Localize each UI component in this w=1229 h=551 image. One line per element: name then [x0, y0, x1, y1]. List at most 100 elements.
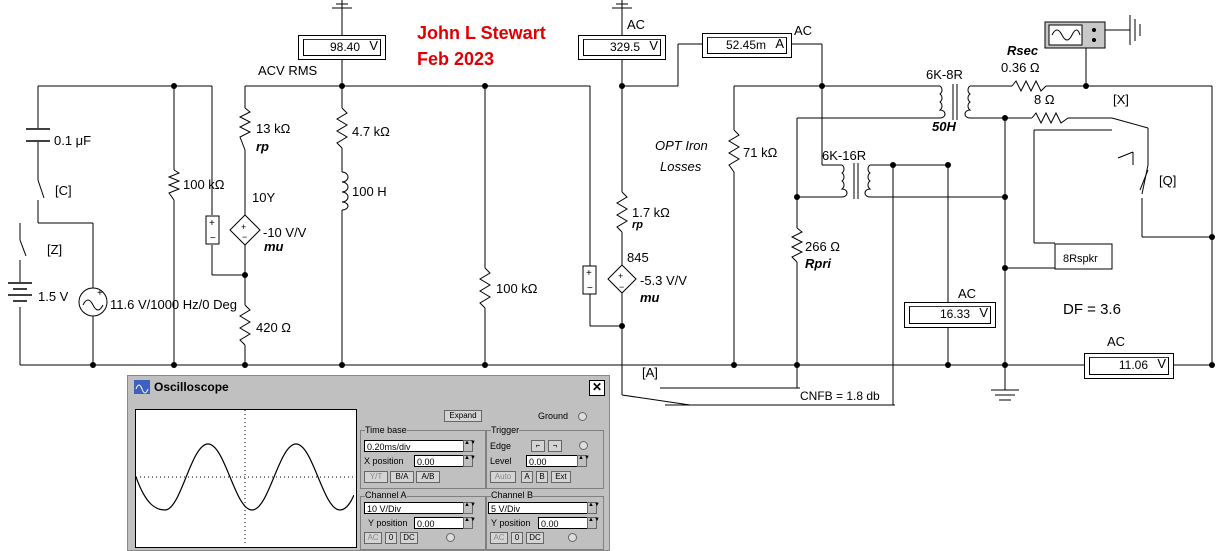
channel-b-ypos-field[interactable]: 0.00 — [538, 517, 588, 529]
label-rp1: rp — [256, 139, 269, 154]
edge-radio[interactable] — [579, 441, 588, 450]
xpos-field[interactable]: 0.00 — [414, 455, 464, 467]
meter-unit: A — [775, 36, 784, 51]
rising-edge-icon[interactable]: ⌐ — [531, 440, 545, 452]
mode-ba-button[interactable]: B/A — [390, 471, 414, 483]
switches — [1117, 151, 1149, 191]
svg-text:+: + — [586, 268, 592, 279]
channel-b-field[interactable]: 5 V/Div — [488, 502, 588, 514]
channel-b-ac-button[interactable]: AC — [490, 532, 508, 544]
mode-yt-button[interactable]: Y/T — [364, 471, 388, 483]
channel-b-spinner[interactable]: ▲▼ — [587, 502, 600, 514]
meter-value: 98.40 — [303, 39, 381, 56]
ammeter-plate: 52.45m A — [702, 33, 792, 58]
resistors — [167, 79, 1069, 346]
label-rsec-value: 0.36 Ω — [1001, 60, 1040, 75]
channel-b-ypos-label: Y position — [491, 518, 531, 528]
svg-text:+: + — [618, 271, 623, 281]
channel-b-radio[interactable] — [568, 533, 577, 542]
channel-b-label: Channel B — [491, 490, 534, 500]
label-cnfb: CNFB = 1.8 db — [800, 389, 880, 403]
channel-a-spinner[interactable]: ▲▼ — [463, 502, 476, 514]
oscilloscope-window[interactable]: Oscilloscope ✕ Expand Ground Time base 0… — [127, 375, 610, 551]
label-c1: 0.1 μF — [54, 133, 91, 148]
resistor-8 — [1031, 111, 1069, 125]
label-l-50h: 50H — [932, 119, 956, 134]
resistor-1k7 — [616, 191, 628, 233]
label-acv-rms: ACV RMS — [258, 63, 318, 78]
channel-b-zero-button[interactable]: 0 — [511, 532, 523, 544]
trigger-group — [486, 430, 604, 489]
meter-value: 11.06 — [1089, 357, 1169, 375]
expand-button[interactable]: Expand — [444, 410, 482, 422]
resistor-4k7 — [336, 107, 348, 149]
channel-b-ypos-spinner[interactable]: ▲▼ — [587, 517, 600, 529]
channel-b-dc-button[interactable]: DC — [526, 532, 544, 544]
capacitor-0-1uf — [26, 128, 50, 142]
channel-a-ypos-field[interactable]: 0.00 — [414, 517, 464, 529]
channel-a-radio[interactable] — [446, 533, 455, 542]
trigger-auto-button[interactable]: Auto — [490, 471, 516, 483]
oscilloscope-app-icon — [134, 380, 150, 394]
close-icon[interactable]: ✕ — [589, 380, 605, 396]
trigger-label: Trigger — [491, 425, 520, 435]
resistor-100k-mid — [479, 267, 491, 309]
meter-unit: V — [979, 305, 988, 320]
meter-unit: V — [1157, 356, 1166, 371]
label-tube1: 10Y — [252, 190, 275, 205]
trigger-b-button[interactable]: B — [536, 471, 548, 483]
svg-text:−: − — [242, 232, 247, 242]
label-r-100k-left: 100 kΩ — [183, 177, 225, 192]
transformer-6k8r — [938, 84, 972, 120]
label-switch-c: [C] — [55, 183, 72, 198]
resistor-13k — [238, 107, 252, 151]
resistor-420 — [239, 304, 251, 346]
trigger-a-button[interactable]: A — [521, 471, 533, 483]
speaker-box — [1054, 243, 1113, 270]
mode-ab-button[interactable]: A/B — [416, 471, 440, 483]
channel-a-ac-button[interactable]: AC — [364, 532, 382, 544]
label-rpri: Rpri — [805, 256, 831, 271]
level-spinner[interactable]: ▲▼ — [577, 455, 590, 467]
timebase-field[interactable]: 0.20ms/div — [364, 440, 464, 452]
label-r-1k7: 1.7 kΩ — [632, 205, 670, 220]
xpos-spinner[interactable]: ▲▼ — [463, 455, 476, 467]
oscilloscope-titlebar[interactable]: Oscilloscope ✕ — [130, 378, 607, 396]
timebase-spinner[interactable]: ▲▼ — [463, 440, 476, 452]
svg-text:−: − — [210, 233, 216, 244]
channel-a-dc-button[interactable]: DC — [400, 532, 418, 544]
ground-icon — [332, 3, 352, 9]
ground-radio[interactable] — [578, 412, 587, 421]
label-mu2: mu — [640, 290, 660, 305]
timebase-group — [360, 430, 486, 489]
label-t2: 6K-16R — [822, 148, 866, 163]
falling-edge-icon[interactable]: ¬ — [548, 440, 562, 452]
label-r-71k: 71 kΩ — [743, 145, 778, 160]
channel-a-zero-button[interactable]: 0 — [385, 532, 397, 544]
ac-source-icon: + — [78, 287, 108, 317]
channel-a-field[interactable]: 10 V/Div — [364, 502, 464, 514]
label-r-8: 8 Ω — [1034, 92, 1055, 107]
svg-text:+: + — [97, 288, 103, 299]
meter-value: 329.5 — [583, 39, 661, 56]
label-gain1: -10 V/V — [263, 225, 307, 240]
channel-a-ypos-spinner[interactable]: ▲▼ — [463, 517, 476, 529]
meter-unit: V — [369, 38, 378, 53]
waveform-trace — [135, 443, 355, 511]
label-gain2: -5.3 V/V — [640, 273, 687, 288]
wires — [19, 0, 1213, 406]
trigger-ext-button[interactable]: Ext — [551, 471, 571, 483]
level-field[interactable]: 0.00 — [526, 455, 578, 467]
label-l-100h: 100 H — [352, 184, 387, 199]
voltmeter-output: 11.06 V — [1084, 353, 1174, 379]
label-ac-right: AC — [1107, 334, 1125, 349]
meter-value: 52.45m — [707, 37, 787, 54]
dependent-source-2: + − + − — [582, 264, 637, 295]
ground-label: Ground — [538, 411, 569, 421]
inductor-100h — [341, 171, 349, 211]
oscilloscope-trace — [135, 410, 355, 545]
meter-unit: V — [649, 38, 658, 53]
resistor-rsec — [1011, 79, 1047, 93]
label-ac-mid: AC — [958, 286, 976, 301]
